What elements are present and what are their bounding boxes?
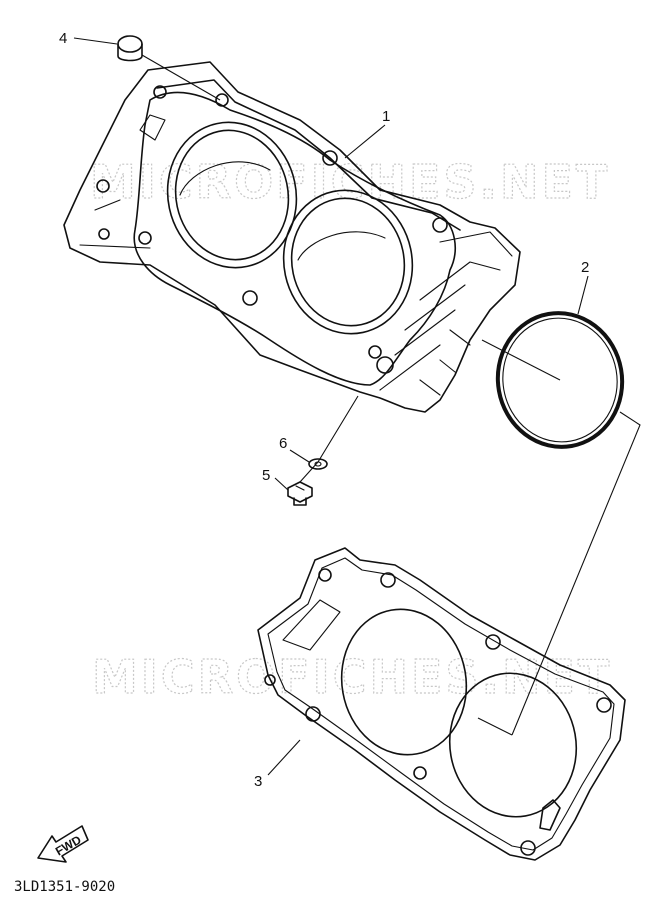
- leader-cylinder-to-washer: [317, 395, 359, 463]
- washer[interactable]: [308, 458, 328, 470]
- reference-code: 3LD1351-9020: [14, 879, 115, 895]
- dowel-pin[interactable]: [117, 35, 143, 62]
- watermark-bottom: MICROFICHES.NET: [92, 650, 612, 704]
- o-ring[interactable]: [487, 303, 632, 456]
- callout-2-label[interactable]: 2: [581, 259, 589, 276]
- callout-3-label[interactable]: 3: [254, 773, 262, 790]
- bolt[interactable]: [287, 481, 313, 506]
- callout-6-leader: [289, 449, 310, 463]
- fwd-label: FWD: [53, 832, 84, 858]
- callout-3-leader: [267, 739, 301, 776]
- callout-5-label[interactable]: 5: [262, 467, 270, 484]
- callout-6-label[interactable]: 6: [279, 435, 287, 452]
- leader-cylinder-to-oring: [481, 339, 561, 381]
- cylinder-gasket[interactable]: [257, 547, 626, 861]
- callout-4-leader: [73, 37, 118, 45]
- cylinder-block[interactable]: [63, 61, 521, 413]
- callout-1-label[interactable]: 1: [382, 108, 390, 125]
- callout-2-leader: [577, 275, 589, 315]
- leader-pin-to-cylinder: [141, 54, 221, 101]
- leader-oring-to-gasket: [511, 411, 641, 736]
- callout-4-label[interactable]: 4: [59, 30, 67, 47]
- leader-gasket-bore: [477, 717, 513, 736]
- callout-1-leader: [344, 124, 386, 159]
- fwd-arrow-icon: FWD: [37, 825, 89, 863]
- callout-5-leader: [274, 477, 289, 491]
